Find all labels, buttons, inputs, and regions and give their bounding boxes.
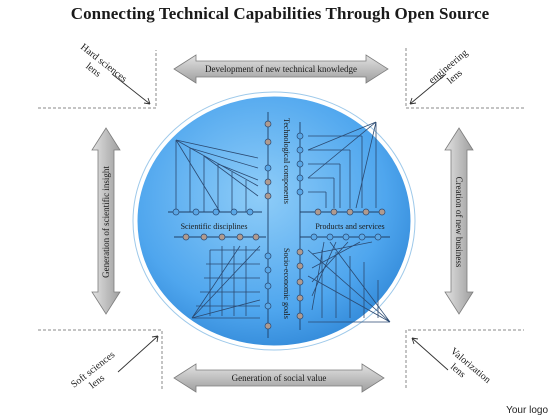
quadrant-web-top-left	[175, 139, 259, 213]
circle-label-top: Technological components	[282, 118, 291, 204]
pointer-arrow-bottom-left	[117, 335, 159, 373]
main-circle	[134, 93, 414, 349]
corner-label-hard-sciences: Hard sciences lens	[71, 42, 131, 96]
quadrant-web-bottom-right	[307, 241, 391, 323]
page-title: Connecting Technical Capabilities Throug…	[70, 4, 490, 23]
arrow-bottom	[173, 363, 385, 393]
bracket-bottom-left	[38, 329, 163, 390]
arrow-label-top: Development of new technical knowledge	[205, 64, 357, 74]
bracket-top-right	[405, 48, 524, 109]
bracket-bottom-right	[405, 329, 524, 388]
corner-label-soft-sciences: Soft sciences lens	[69, 348, 127, 400]
circle-label-bottom: Socio-economic goals	[282, 248, 291, 319]
logo-text: Your logo	[506, 405, 548, 416]
arrow-left	[91, 127, 121, 315]
corner-label-valorization: Valorization lens	[440, 346, 494, 397]
arrow-label-left: Generation of scientific insight	[101, 166, 111, 278]
corner-label-engineering: engineering lens	[427, 46, 480, 96]
bracket-top-left	[38, 50, 157, 109]
pointer-arrow-top-left	[111, 73, 151, 105]
circle-label-left: Scientific disciplines	[181, 222, 248, 231]
quadrant-web-bottom-left	[191, 245, 261, 319]
pointer-arrow-top-right	[409, 73, 447, 105]
pointer-arrow-bottom-right	[411, 337, 449, 371]
arrow-top	[173, 54, 389, 84]
circle-label-right: Products and services	[315, 222, 384, 231]
arrow-right	[444, 127, 474, 315]
quadrant-web-top-right	[307, 121, 377, 209]
arrow-label-right: Creation of new business	[454, 177, 464, 268]
arrow-label-bottom: Generation of social value	[232, 373, 327, 383]
